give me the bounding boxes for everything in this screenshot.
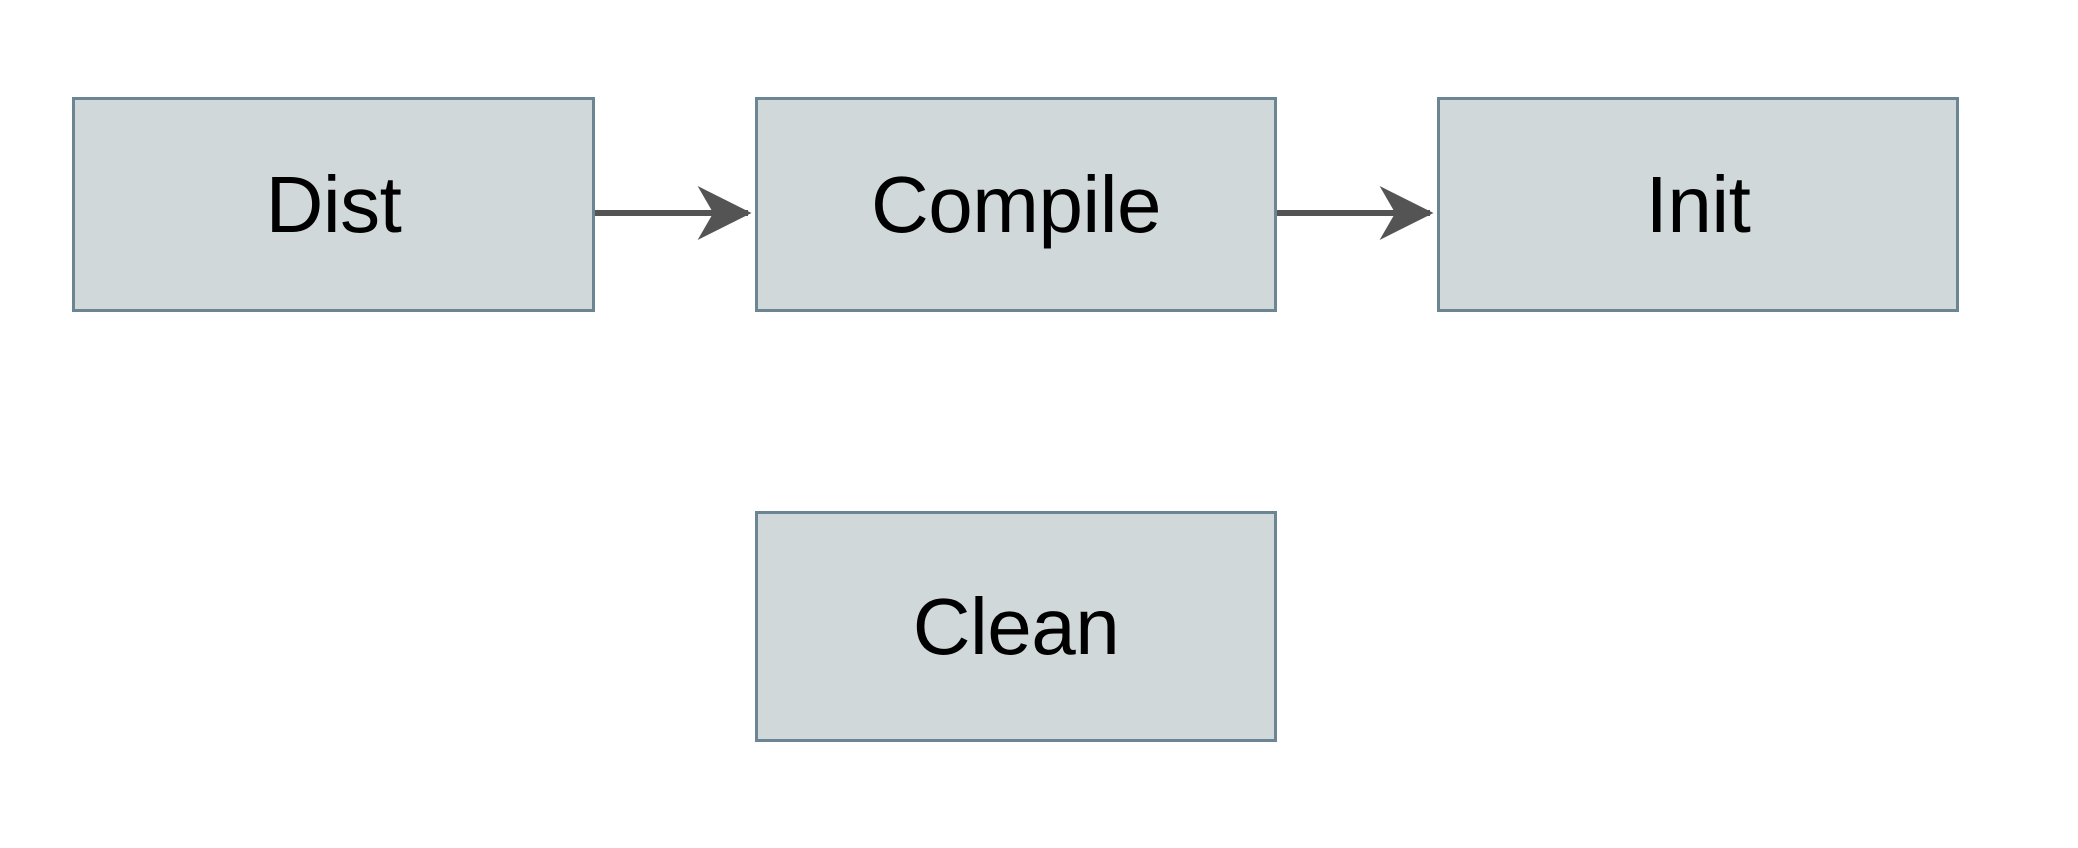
node-init-label: Init bbox=[1645, 159, 1751, 249]
node-clean-label: Clean bbox=[912, 581, 1120, 671]
node-dist[interactable]: Dist bbox=[72, 97, 595, 312]
node-clean[interactable]: Clean bbox=[755, 511, 1277, 742]
node-dist-label: Dist bbox=[265, 159, 402, 249]
node-init[interactable]: Init bbox=[1437, 97, 1959, 312]
node-compile[interactable]: Compile bbox=[755, 97, 1277, 312]
node-compile-label: Compile bbox=[871, 159, 1161, 249]
